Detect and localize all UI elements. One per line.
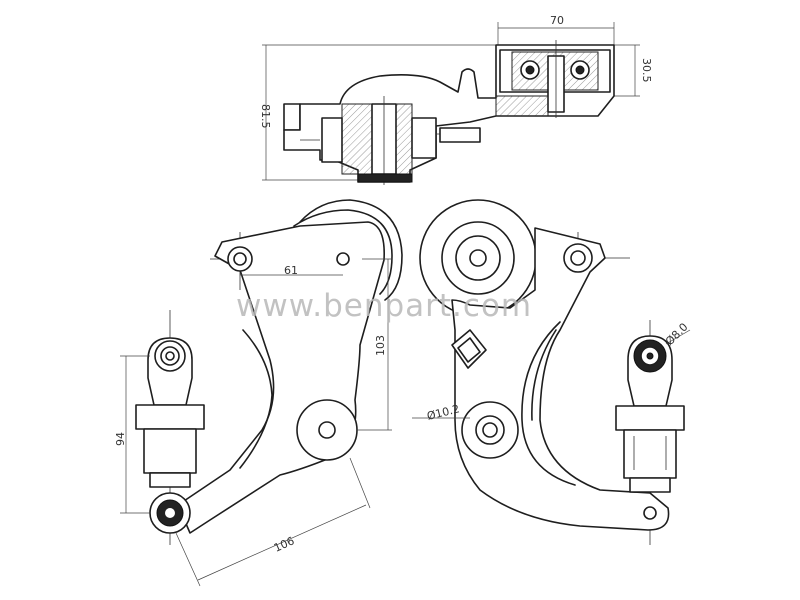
left-tensioner-view: 61 103 94 106 xyxy=(114,199,403,587)
watermark: www.benpart.com xyxy=(236,288,532,324)
dim-left-vertical: 103 xyxy=(374,335,387,356)
right-tensioner-view: Ø10.2 Ø8.0 xyxy=(412,199,691,545)
dim-right-eye: Ø8.0 xyxy=(663,320,691,348)
dim-top-height-right: 30.5 xyxy=(640,58,653,83)
dim-left-damper: 94 xyxy=(114,432,127,446)
top-section-view: 70 30.5 81.5 xyxy=(259,14,653,185)
dim-left-horizontal: 61 xyxy=(284,264,298,277)
dim-top-height-left: 81.5 xyxy=(259,104,272,129)
dim-top-width: 70 xyxy=(550,14,564,27)
